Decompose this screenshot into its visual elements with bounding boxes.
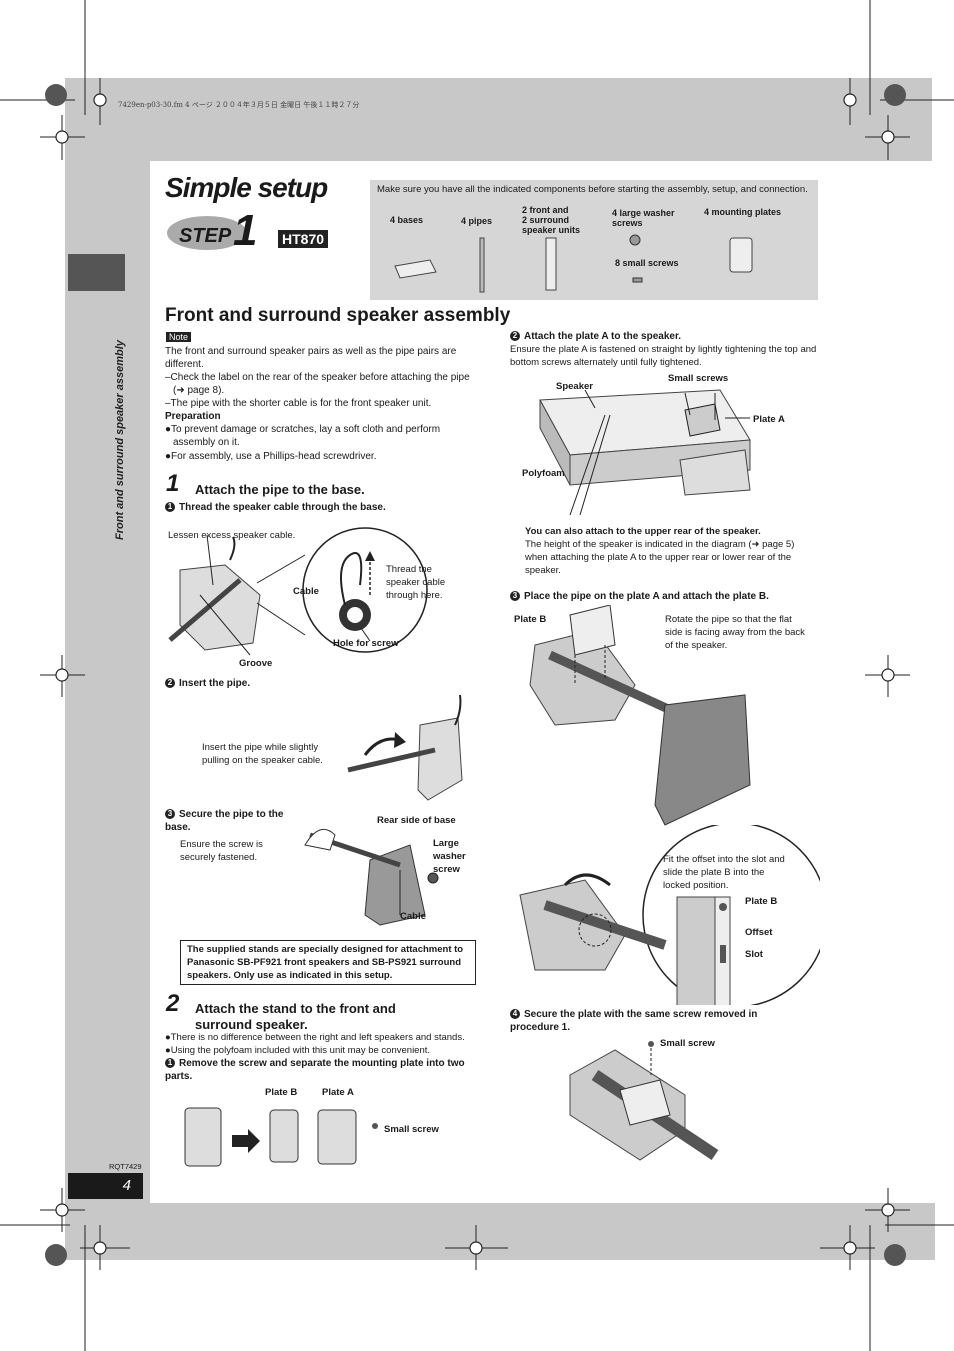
header-meta: 7429en-p03-30.fm 4 ページ ２００４年３月５日 金曜日 午後１… (118, 101, 360, 109)
footer-code: RQT7429 (109, 1162, 142, 1171)
component-small-screws: 8 small screws (615, 258, 679, 268)
cable-label-2: Cable (400, 911, 426, 922)
step1-number: 1 (166, 470, 180, 497)
components-intro: Make sure you have all the indicated com… (377, 184, 808, 195)
step-word: STEP (179, 225, 232, 247)
right-sub2-text-body: Ensure the plate A is fastened on straig… (510, 344, 817, 368)
side-label: Front and surround speaker assembly (114, 340, 126, 540)
component-mounting-plates: 4 mounting plates (704, 207, 782, 217)
speaker-diagram (539, 389, 751, 516)
step2-title: Attach the stand to the front and surrou… (195, 1001, 396, 1032)
page-number: 4 (122, 1177, 131, 1194)
groove-label: Groove (239, 658, 273, 669)
right-sub4-text: Secure the plate with the same screw rem… (510, 1009, 758, 1033)
step1-title: Attach the pipe to the base. (195, 482, 365, 497)
right-sub2-text: Attach the plate A to the speaker. (524, 331, 682, 342)
step-badge: STEP 1 (167, 206, 267, 255)
step1-diagram-3 (304, 828, 439, 926)
page-title: Simple setup (165, 172, 328, 203)
lessen-label: Lessen excess speaker cable. (168, 530, 296, 541)
top-band (65, 78, 932, 161)
final-diagram (569, 1041, 719, 1161)
step2-number: 2 (166, 990, 180, 1017)
secure-note: Ensure the screw is securely fastened. (180, 839, 263, 863)
large-washer-label: Large washer screw (433, 838, 466, 875)
prep-title: Preparation (165, 411, 221, 422)
upper-text: The height of the speaker is indicated i… (525, 539, 795, 576)
plate-a-label: Plate A (322, 1087, 354, 1098)
slot-label: Slot (745, 949, 763, 960)
step2-bullet-2: ●Using the polyfoam included with this u… (165, 1045, 431, 1056)
component-bases: 4 bases (390, 215, 424, 225)
note-badge: Note (166, 332, 192, 342)
prep-1: ●To prevent damage or scratches, lay a s… (165, 424, 441, 448)
components-box: Make sure you have all the indicated com… (370, 180, 818, 300)
prep-2: ●For assembly, use a Phillips-head screw… (165, 451, 377, 462)
model-badge: HT870 (278, 230, 329, 248)
component-washer-screws: 4 large washer screws (612, 208, 675, 228)
step2-diagram-1 (184, 1107, 378, 1167)
component-speakers: 2 front and 2 surround speaker units (522, 205, 581, 235)
small-screws-label: Small screws (668, 373, 729, 384)
polyfoam-label: Polyfoam (522, 468, 565, 479)
note-dash-2: –The pipe with the shorter cable is for … (165, 398, 432, 409)
step1-diagram-2 (347, 694, 463, 801)
plate-b-label: Plate B (265, 1087, 298, 1098)
insert-note: Insert the pipe while slightly pulling o… (202, 742, 323, 766)
hole-label: Hole for screw (333, 638, 399, 649)
page-number-box: 4 (68, 1173, 143, 1199)
note-dash-1: –Check the label on the rear of the spea… (165, 372, 470, 396)
rear-label: Rear side of base (377, 815, 456, 826)
right-sub3-text: Place the pipe on the plate A and attach… (524, 591, 769, 602)
side-tab (68, 254, 125, 291)
step1-sub2-text: Insert the pipe. (179, 678, 251, 689)
section-title: Front and surround speaker assembly (165, 305, 511, 326)
offset-diagram (519, 825, 820, 1005)
step1-sub1-text: Thread the speaker cable through the bas… (179, 502, 386, 513)
step1-sub3-text: Secure the pipe to the base. (165, 809, 284, 833)
pipe-diagram (529, 605, 751, 826)
step1-diagram-1 (168, 527, 428, 656)
fit-note: Fit the offset into the slot and slide t… (663, 854, 785, 891)
warning-box: The supplied stands are specially design… (180, 940, 476, 985)
cable-label: Cable (293, 586, 319, 597)
small-screw-label-right: Small screw (660, 1038, 715, 1049)
top-band-corner (65, 78, 150, 106)
step-oval (167, 216, 247, 250)
note-text: The front and surround speaker pairs as … (165, 346, 457, 370)
plate-b-label-2: Plate B (745, 896, 778, 907)
step2-sub1-text: Remove the screw and separate the mounti… (165, 1058, 465, 1082)
speaker-label: Speaker (556, 381, 593, 392)
small-screw-label: Small screw (384, 1124, 439, 1135)
step-number: 1 (233, 206, 258, 255)
component-pipes: 4 pipes (461, 216, 493, 226)
bottom-band (65, 1203, 935, 1260)
rotate-note: Rotate the pipe so that the flat side is… (665, 614, 805, 651)
upper-title: You can also attach to the upper rear of… (525, 526, 761, 537)
thread-label: Thread the speaker cable through here. (386, 564, 446, 601)
plate-a-label-right: Plate A (753, 414, 785, 425)
offset-label: Offset (745, 927, 773, 938)
plate-b-label-right: Plate B (514, 614, 547, 625)
step2-bullet-1: ●There is no difference between the righ… (165, 1032, 465, 1043)
components-illustrations (394, 234, 753, 293)
